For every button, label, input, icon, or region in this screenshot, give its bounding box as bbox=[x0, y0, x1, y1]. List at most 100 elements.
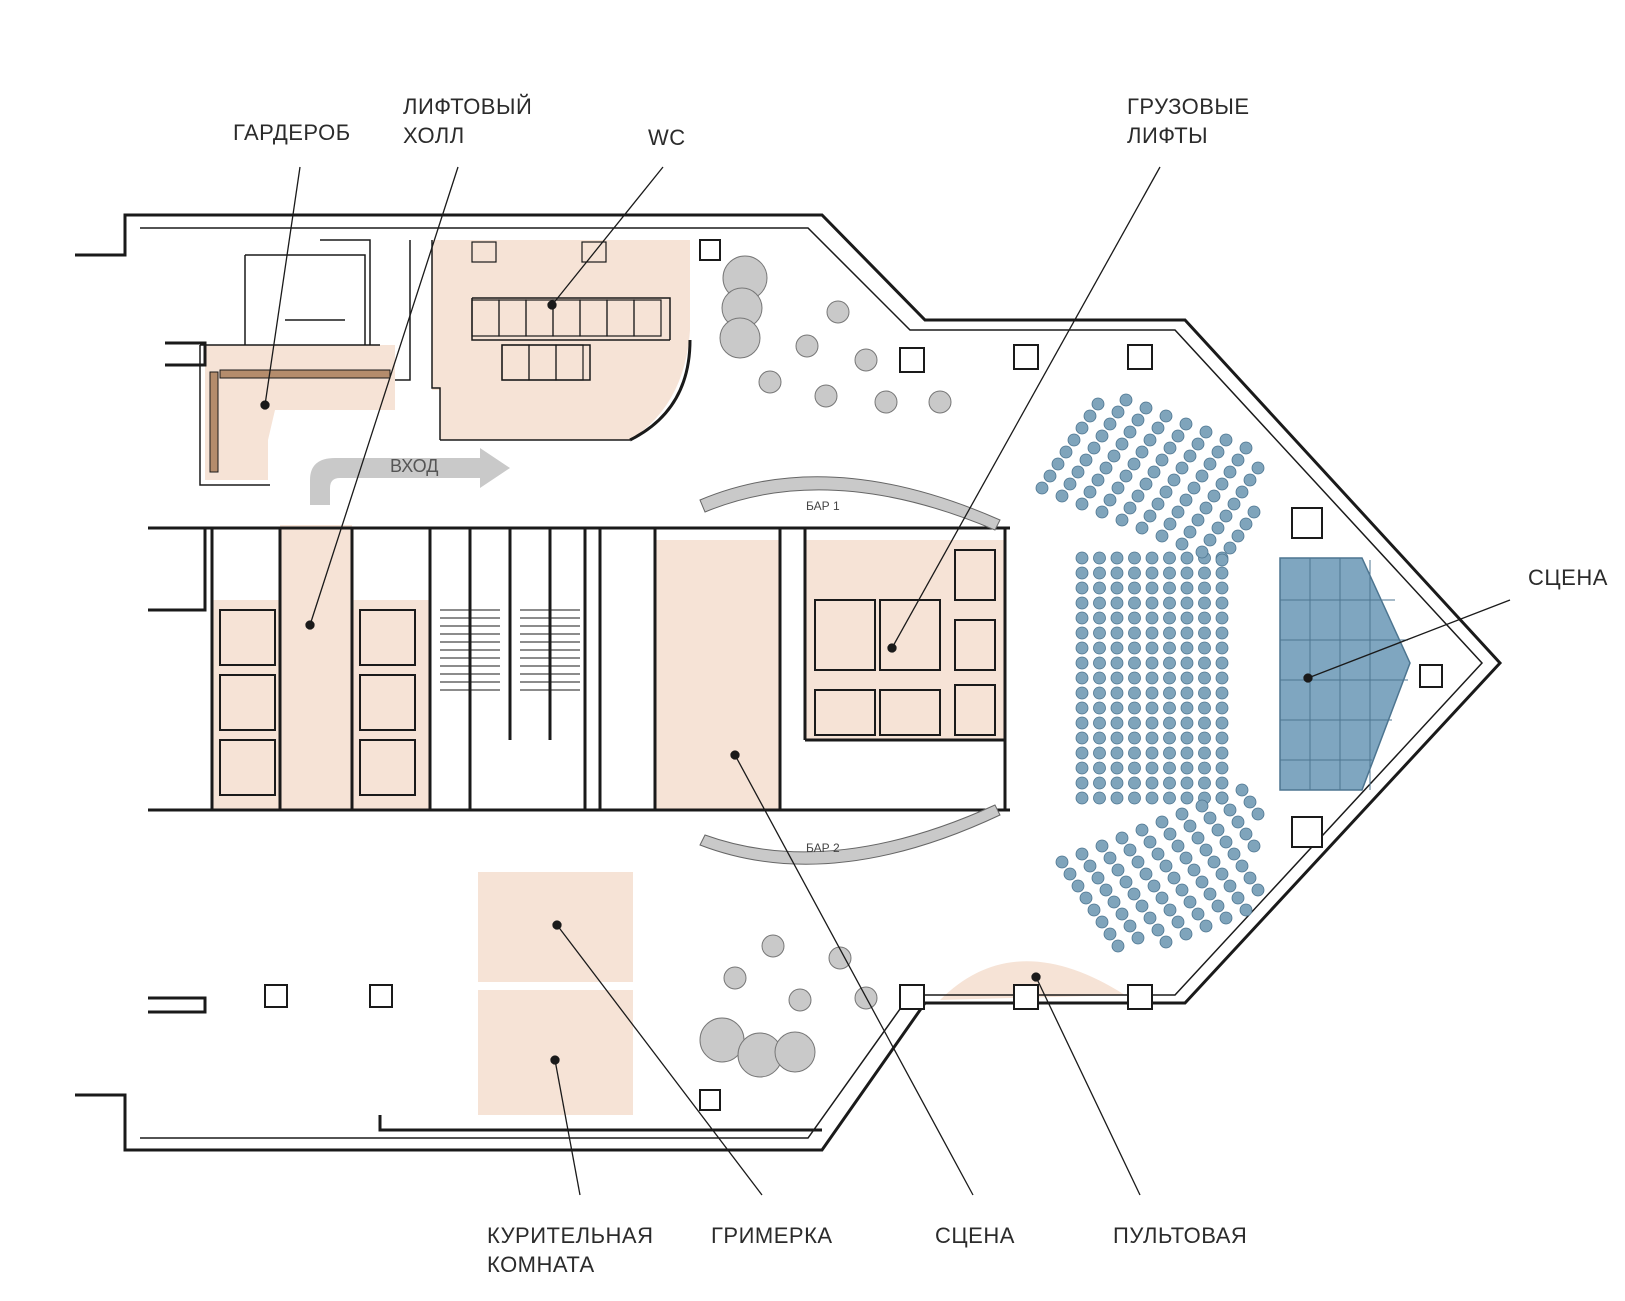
seat bbox=[1093, 671, 1106, 685]
seat bbox=[1195, 545, 1209, 559]
seat bbox=[1183, 449, 1197, 463]
smoking-zone bbox=[478, 990, 633, 1115]
seat bbox=[1145, 671, 1159, 685]
seat bbox=[1128, 701, 1141, 715]
seat bbox=[1215, 716, 1229, 730]
seat bbox=[1128, 761, 1141, 775]
seat bbox=[1145, 746, 1159, 760]
seat bbox=[1128, 566, 1141, 580]
seat bbox=[1110, 791, 1124, 805]
seat bbox=[1127, 887, 1141, 901]
seat bbox=[1195, 469, 1209, 483]
seat bbox=[1199, 425, 1213, 439]
seat bbox=[1128, 641, 1141, 655]
seat bbox=[1207, 489, 1221, 503]
bar-1-label: БАР 1 bbox=[806, 499, 840, 513]
seat bbox=[1093, 746, 1106, 760]
seat bbox=[1131, 931, 1145, 945]
seat bbox=[1198, 611, 1211, 625]
seat bbox=[1227, 497, 1241, 511]
seat bbox=[1143, 433, 1157, 447]
seat bbox=[1159, 935, 1173, 949]
seat bbox=[1145, 581, 1159, 595]
seat bbox=[1110, 611, 1124, 625]
label-stage-bottom: СЦЕНА bbox=[935, 1223, 1015, 1248]
seat bbox=[1195, 799, 1209, 813]
seat bbox=[1143, 509, 1157, 523]
control-zone bbox=[940, 961, 1125, 1000]
seat bbox=[1151, 847, 1165, 861]
seat bbox=[1167, 871, 1181, 885]
entrance-label: ВХОД bbox=[390, 456, 438, 476]
seat bbox=[1167, 473, 1181, 487]
lift-hall-zone bbox=[280, 525, 352, 810]
seat bbox=[1251, 461, 1265, 475]
seat bbox=[1219, 433, 1233, 447]
seat bbox=[1180, 716, 1194, 730]
seat bbox=[1115, 513, 1129, 527]
seat bbox=[1191, 513, 1205, 527]
seat bbox=[1203, 533, 1217, 547]
seat bbox=[1215, 791, 1229, 805]
seat bbox=[1171, 915, 1185, 929]
seat bbox=[1175, 807, 1189, 821]
seat bbox=[1198, 671, 1211, 685]
seat bbox=[1128, 596, 1141, 610]
seat bbox=[1179, 927, 1193, 941]
seat bbox=[1215, 776, 1229, 790]
seat bbox=[1180, 566, 1194, 580]
seat bbox=[1091, 871, 1105, 885]
seat bbox=[1180, 686, 1194, 700]
seat bbox=[1075, 731, 1089, 745]
seat bbox=[1110, 701, 1124, 715]
seat bbox=[1231, 529, 1245, 543]
seat bbox=[1135, 445, 1149, 459]
bar-1-counter bbox=[699, 476, 1001, 531]
seat bbox=[1163, 716, 1176, 730]
seat bbox=[1107, 449, 1121, 463]
seat bbox=[1215, 566, 1229, 580]
seat bbox=[1095, 429, 1109, 443]
seat bbox=[1145, 641, 1159, 655]
seat bbox=[1051, 457, 1065, 471]
seat bbox=[1180, 626, 1194, 640]
seat bbox=[1093, 716, 1106, 730]
seat bbox=[1075, 847, 1089, 861]
seat bbox=[1163, 761, 1176, 775]
seat bbox=[1163, 441, 1177, 455]
seat bbox=[1180, 731, 1194, 745]
seat bbox=[1180, 746, 1194, 760]
seat bbox=[1243, 473, 1257, 487]
seat bbox=[1211, 899, 1225, 913]
seat bbox=[1223, 465, 1237, 479]
bar-2-label: БАР 2 bbox=[806, 841, 840, 855]
seat bbox=[1215, 761, 1229, 775]
label-makeup: ГРИМЕРКА bbox=[711, 1223, 833, 1248]
seat bbox=[1180, 791, 1194, 805]
seat bbox=[1175, 537, 1189, 551]
seat bbox=[1179, 851, 1193, 865]
seat bbox=[1110, 671, 1124, 685]
seat bbox=[1145, 776, 1159, 790]
seat bbox=[1231, 891, 1245, 905]
seat bbox=[1179, 493, 1193, 507]
wc-stalls bbox=[471, 241, 692, 442]
seat bbox=[1215, 671, 1229, 685]
seat bbox=[1099, 461, 1113, 475]
seat bbox=[1055, 855, 1069, 869]
seat bbox=[1175, 883, 1189, 897]
seat bbox=[1191, 907, 1205, 921]
seat bbox=[1198, 701, 1211, 715]
seat bbox=[1207, 855, 1221, 869]
seat bbox=[1128, 671, 1141, 685]
seat bbox=[1155, 529, 1169, 543]
seat bbox=[1239, 827, 1253, 841]
seat bbox=[1115, 831, 1129, 845]
seat bbox=[1163, 517, 1177, 531]
seat bbox=[1145, 761, 1159, 775]
seat bbox=[1187, 481, 1201, 495]
seat bbox=[1183, 525, 1197, 539]
seat bbox=[1171, 429, 1185, 443]
seat bbox=[1093, 761, 1106, 775]
seat bbox=[1087, 441, 1101, 455]
